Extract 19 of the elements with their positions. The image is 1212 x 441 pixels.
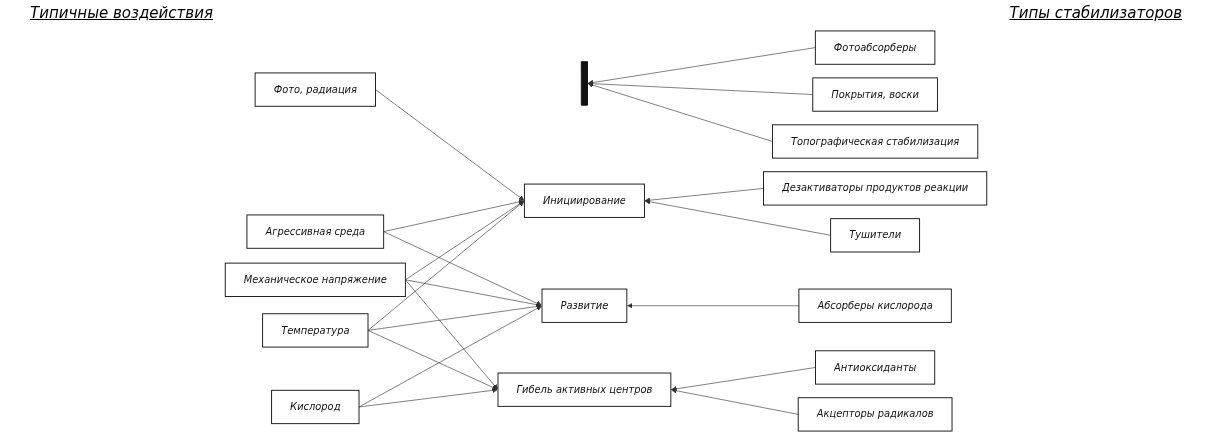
process-box: Развитие [541,288,628,323]
column-heading: Типичные воздействия [30,4,213,24]
process-box: Антиоксиданты [815,350,936,385]
process-box: Акцепторы радикалов [797,397,953,432]
barrier-bar [581,61,588,106]
process-box: Топографическая стабилизация [771,124,979,159]
process-box: Абсорберы кислорода [798,288,952,323]
process-box: Тушители [830,218,921,253]
process-box: Гибель активных центров [497,372,672,407]
process-box: Агрессивная среда [246,214,385,249]
column-heading: Типы стабилизаторов [1009,4,1182,24]
process-box: Фото, радиация [254,72,376,107]
process-box: Дезактиваторы продуктов реакции [763,171,988,206]
process-box: Температура [262,313,369,348]
process-box: Механическое напряжение [224,262,406,297]
process-box: Покрытия, воски [812,77,938,112]
process-box: Фотоабсорберы [814,30,936,65]
process-box: Инициирование [523,183,645,218]
process-box: Кислород [271,389,360,425]
